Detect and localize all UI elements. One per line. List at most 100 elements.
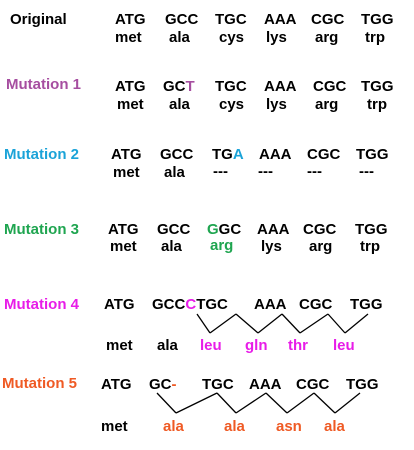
frame-link-line [299,313,329,334]
codon-unchanged-part: GC [218,221,242,238]
amino-acid-changed: ala [163,418,184,435]
amino-acid: arg [315,96,339,113]
codon: CGC [313,78,347,95]
amino-acid: lys [266,96,287,113]
codon: TGG [346,376,379,393]
frame-link-line [175,392,218,414]
amino-acid-changed: ala [224,418,245,435]
frame-link-line [265,392,288,414]
codon: ATG [115,11,146,28]
amino-acid: met [101,418,128,435]
amino-acid-changed: arg [210,237,234,254]
codon: GCC [160,146,194,163]
codon: TGC [202,376,234,393]
stop-dashes: --- [258,163,273,180]
codon: ATG [101,376,132,393]
codon: ATG [111,146,142,163]
amino-acid: met [113,164,140,181]
frame-link-line [327,313,346,334]
amino-acid: lys [261,238,282,255]
codon: CGC [307,146,341,163]
row-label-mutation-5: Mutation 5 [2,375,77,392]
codon-unchanged-part: GC [149,376,172,393]
codon-deleted-base-marker: - [171,376,177,393]
amino-acid: trp [365,29,385,46]
stop-dashes: --- [307,163,322,180]
frame-link-line [257,313,283,334]
amino-acid: trp [367,96,387,113]
amino-acid: ala [157,337,178,354]
amino-acid: met [110,238,137,255]
row-label-mutation-1: Mutation 1 [6,76,81,93]
frame-link-line [156,392,177,414]
codon: CGC [311,11,345,28]
codon-mutated: GC- [149,376,177,393]
amino-acid: cys [219,96,245,113]
codon: TGG [361,78,394,95]
codon-unchanged-part: TG [212,146,233,163]
codon-substituted-base: A [232,146,244,163]
frame-link-line [209,313,237,334]
codon: AAA [254,296,287,313]
amino-acid: ala [164,164,185,181]
codon: AAA [259,146,292,163]
frame-link-line [235,313,259,334]
stop-dashes: --- [213,163,228,180]
codon: CGC [303,221,337,238]
codon: GCC [165,11,199,28]
amino-acid: ala [169,29,190,46]
codon: AAA [264,11,297,28]
codon: CGC [296,376,330,393]
stop-dashes: --- [359,163,374,180]
codon-substituted-base: G [207,221,219,238]
codon-mutated: GCCCTGC [152,296,228,313]
codon-unchanged-part: GC [163,78,186,95]
codon: CGC [299,296,333,313]
row-label-mutation-3: Mutation 3 [4,221,79,238]
amino-acid: met [106,337,133,354]
codon: TGG [356,146,389,163]
amino-acid: met [117,96,144,113]
codon: TGG [350,296,383,313]
row-label-original: Original [10,11,67,28]
codon: TGG [361,11,394,28]
amino-acid-changed: gln [245,337,268,354]
codon: TGC [215,78,247,95]
codon: AAA [249,376,282,393]
amino-acid: ala [169,96,190,113]
codon: AAA [264,78,297,95]
codon-mutated: GGC [207,221,241,238]
amino-acid: met [115,29,142,46]
row-label-mutation-2: Mutation 2 [4,146,79,163]
frame-link-line [235,392,267,414]
codon: GCC [157,221,191,238]
amino-acid-changed: leu [333,337,355,354]
frame-link-line [286,392,315,414]
amino-acid-changed: thr [288,337,308,354]
codon: AAA [257,221,290,238]
codon-mutated: GCT [163,78,195,95]
codon-unchanged-part: GCC [152,296,186,313]
codon: ATG [104,296,135,313]
amino-acid-changed: ala [324,418,345,435]
codon: TGG [355,221,388,238]
frame-link-line [281,313,301,334]
codon: ATG [108,221,139,238]
amino-acid: trp [360,238,380,255]
frame-link-line [344,313,369,334]
codon: ATG [115,78,146,95]
codon-unchanged-part: TGC [196,296,228,313]
frame-link-line [216,392,237,414]
row-label-mutation-4: Mutation 4 [4,296,79,313]
frame-link-line [196,313,211,334]
frame-link-line [313,392,336,414]
amino-acid-changed: leu [200,337,222,354]
codon-substituted-base: T [185,78,195,95]
amino-acid: ala [161,238,182,255]
amino-acid: arg [309,238,333,255]
amino-acid-changed: asn [276,418,302,435]
amino-acid: lys [266,29,287,46]
codon-inserted-base: C [185,296,197,313]
